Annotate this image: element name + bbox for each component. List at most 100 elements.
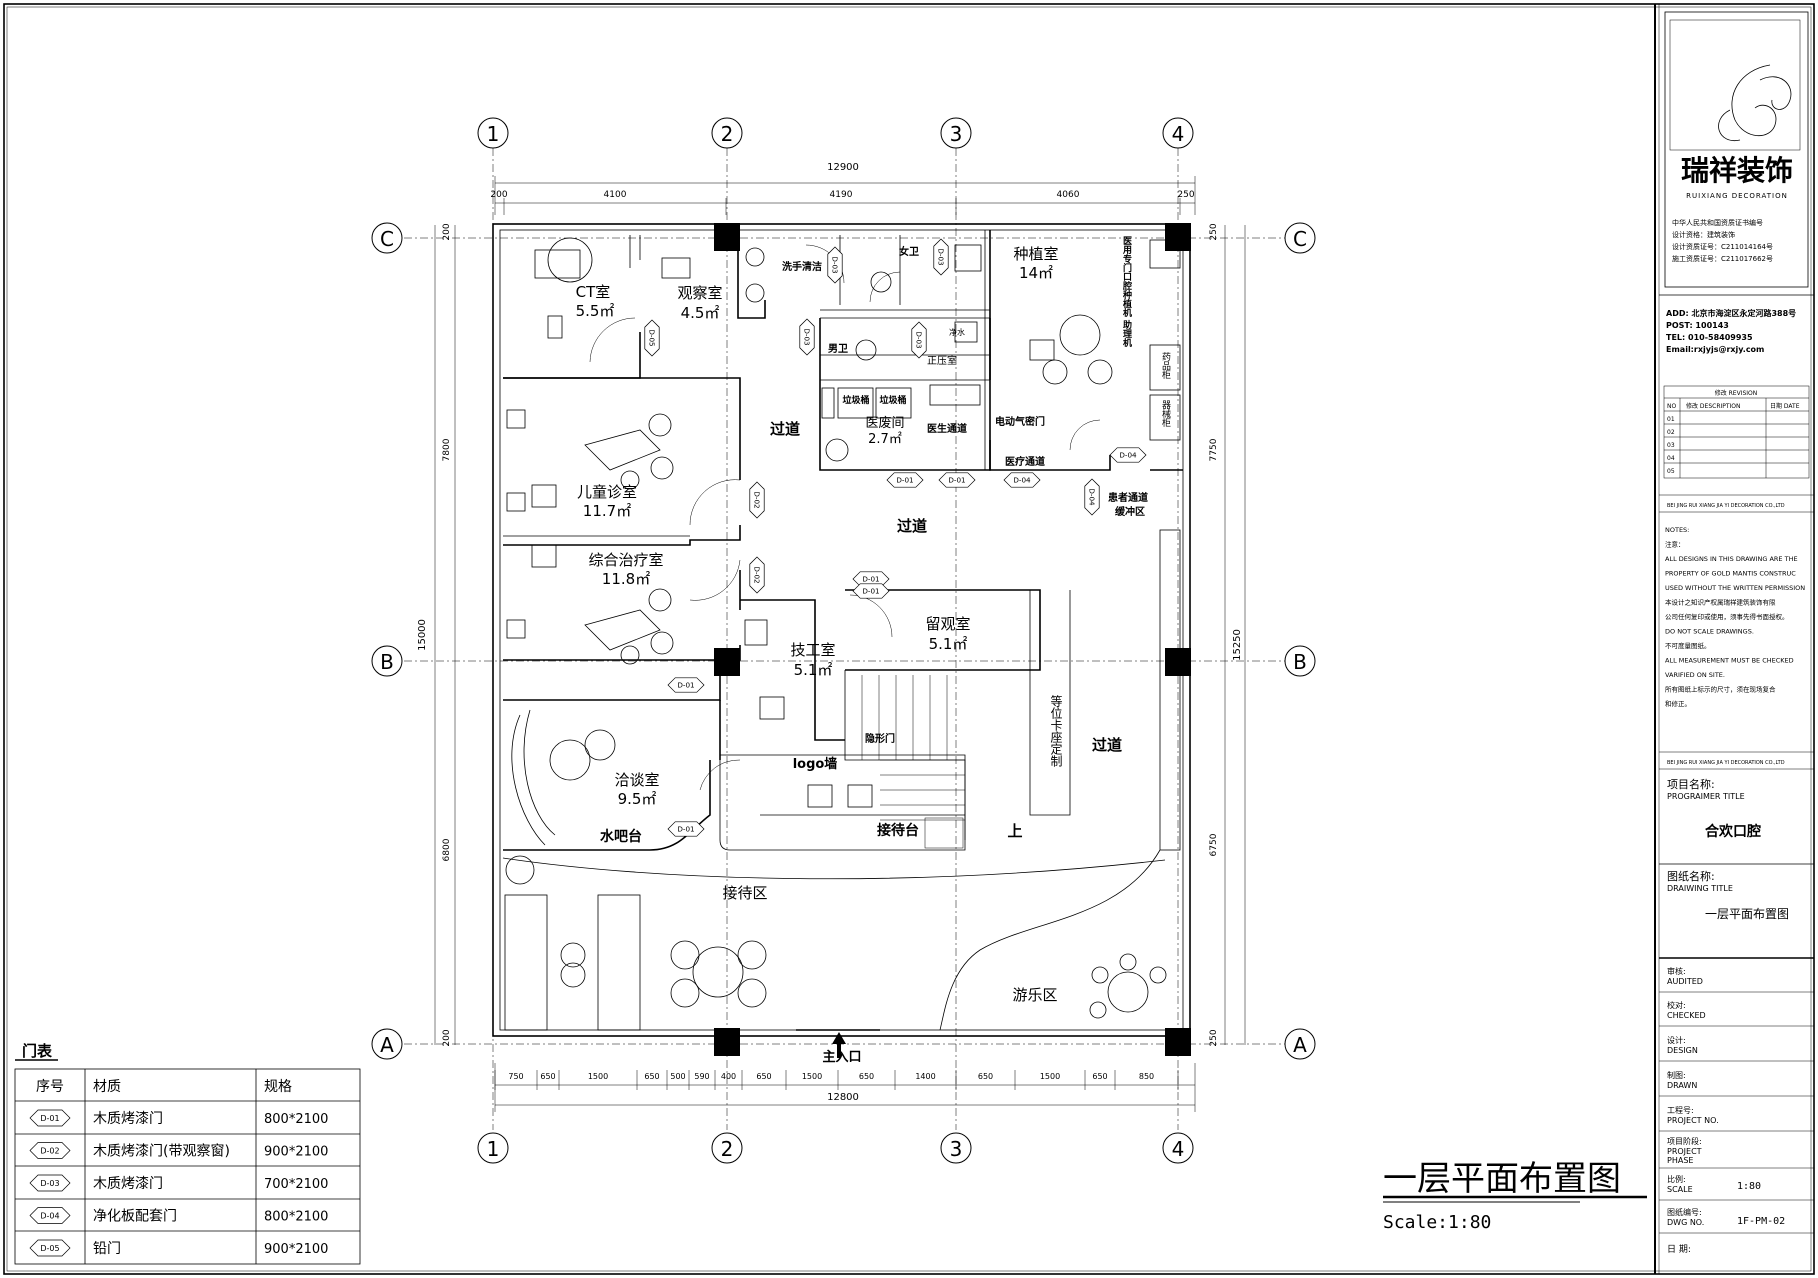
dim-right-seg: 250 [1209,223,1219,240]
bench-label: 等位卡座定制 [1049,695,1063,767]
sheet-border [3,3,1815,1275]
door-tag-shape [911,321,927,359]
door-material: 木质烤漆门(带观察窗) [93,1143,230,1160]
dwg-no-label: 图纸编号: [1667,1207,1702,1217]
implant-side-label: 医用专门口腔种植机 助理机 [1121,236,1133,348]
door-tag-label: D-03 [830,256,839,273]
revision-header: 日期 DATE [1770,402,1800,410]
door-tag: D-02 [749,556,765,594]
patient-path-label: 患者通道 [1108,491,1148,504]
door-tag: D-04 [1109,447,1147,463]
door-tag-label: D-04 [1119,451,1137,460]
door-tag: D-04 [1084,478,1100,516]
door-tag-shape [644,319,660,357]
water-bar-label: 水吧台 [600,828,642,845]
dim-bottom-seg: 750 [508,1072,523,1081]
notes-line: NOTES: [1665,526,1689,534]
notes-line: 注意： [1665,540,1685,549]
cert-line: 设计资格：建筑装饰 [1672,230,1735,239]
female-wc-label: 女卫 [899,245,919,258]
room-name-implant: 种植室 [1013,245,1058,263]
checked-label: 校对: [1667,1000,1686,1010]
door-tag-label: D-01 [40,1114,59,1123]
door-tag-label: D-04 [40,1212,59,1221]
axis-label: 1 [487,122,500,146]
med-path-label: 医疗通道 [1005,455,1045,468]
revision-no: 04 [1667,455,1675,462]
drawn-label-en: DRAWN [1667,1081,1697,1090]
up-label: 上 [1007,822,1022,840]
cert-line: 施工资质证号：C211017662号 [1672,254,1773,263]
company-line: BEI JING RUI XIANG JIA YI DECORATION CO.… [1667,760,1785,766]
buffer-label: 缓冲区 [1114,505,1145,518]
door-tag-label: D-01 [677,681,694,690]
dim-bottom-seg: 500 [670,1072,685,1081]
phase-label: 项目阶段: [1667,1136,1702,1146]
dim-bottom-seg: 850 [1139,1072,1154,1081]
revision-header: 修改 DESCRIPTION [1686,402,1741,410]
sheet-inner-border [6,6,1812,1272]
door-tag-shape [29,1207,71,1224]
door-tag: D-05 [29,1239,71,1257]
wash-label: 洗手清洁 [782,260,822,273]
dim-right-seg: 7750 [1209,438,1219,461]
instrument-cab-label: 器械柜 [1160,400,1171,428]
project-name: 合欢口腔 [1705,823,1761,840]
project-no-label: 工程号: [1667,1106,1694,1115]
dim-bottom-seg: 1400 [915,1072,935,1081]
net-water-label: 净水 [949,327,965,337]
door-tag-label: D-03 [936,248,945,265]
scale-label: 比例: [1667,1174,1686,1184]
drawing-scale: Scale:1:80 [1383,1212,1491,1233]
main-entry-label: 主入口 [822,1049,861,1065]
door-tag: D-02 [29,1142,71,1159]
notes-line: PROPERTY OF GOLD MANTIS CONSTRUC [1665,570,1796,578]
room-labels: CT室 5.5㎡ 观察室 4.5㎡ 种植室 14㎡ 儿童诊室 11.7㎡ 综合治… [576,245,1059,808]
door-tag-shape [749,481,765,519]
door-tag-shape [749,556,765,594]
room-area-implant: 14㎡ [1019,264,1053,282]
door-spec: 700*2100 [264,1177,328,1192]
axis-label: 2 [721,1137,734,1161]
male-wc-label: 男卫 [828,343,848,355]
room-name-medwaste: 医废间 [865,415,904,431]
door-tag: D-01 [29,1109,71,1127]
dim-top-seg: 200 [490,190,507,200]
revision-no: 01 [1667,416,1675,423]
axis-label: A [380,1033,394,1057]
dim-top-seg: 250 [1177,190,1194,200]
company-line: BEI JING RUI XIANG JIA YI DECORATION CO.… [1667,503,1785,509]
door-table-header: 序号 [36,1079,64,1095]
furniture [504,237,1181,1058]
corridor-label: 过道 [897,517,927,535]
door-tag: D-03 [827,246,843,284]
drawing-title-block: 一层平面布置图 Scale:1:80 [1383,1159,1647,1233]
dim-right-seg: 6750 [1209,833,1219,856]
dim-bottom-seg: 650 [1092,1072,1107,1081]
room-area-ct: 5.5㎡ [576,302,615,320]
room-area-stay: 5.1㎡ [929,635,968,653]
phase-label-en2: PHASE [1667,1156,1693,1165]
address-line: TEL: 010-58409935 [1666,333,1753,342]
auto-door-label: 电动气密门 [995,415,1045,428]
door-tag-label: D-01 [677,825,694,834]
company-logo-sub: RUIXIANG DECORATION [1686,192,1788,200]
room-area-consult: 9.5㎡ [618,790,657,808]
axis-label: 3 [950,1137,963,1161]
scale-value: 1:80 [1737,1181,1761,1192]
scale-label-en: SCALE [1667,1185,1693,1194]
axis-label: A [1293,1033,1307,1057]
door-tag-shape [933,238,949,276]
door-spec: 800*2100 [264,1210,328,1225]
company-logo-icon [1718,64,1792,142]
door-tag-label: D-03 [914,331,923,348]
dim-bottom-seg: 400 [721,1072,736,1081]
door-tag-shape [29,1142,71,1159]
date-label: 日 期: [1667,1244,1691,1255]
room-name-child: 儿童诊室 [577,483,637,501]
room-name-ct: CT室 [576,283,611,301]
project-label-en: PROGRAIMER TITLE [1667,792,1745,801]
door-tag: D-01 [667,821,705,837]
address-line: ADD: 北京市海淀区永定河路388号 [1666,308,1796,318]
